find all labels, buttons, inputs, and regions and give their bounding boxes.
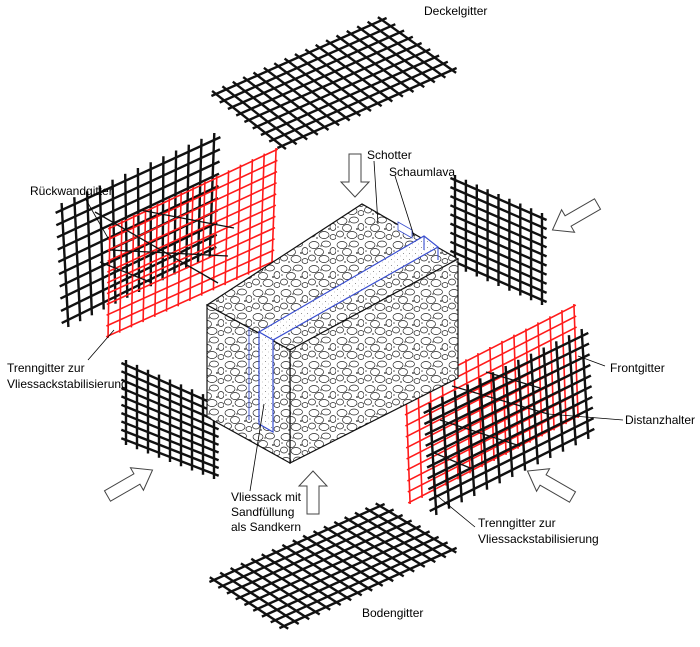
sand-core-front	[259, 332, 273, 432]
label-schotter: Schotter	[367, 148, 412, 162]
rueckwandgitter-mesh	[56, 133, 221, 327]
arrow-left-upper-right	[546, 193, 604, 242]
label-distanzhalter: Distanzhalter	[625, 413, 695, 427]
gabion-block	[207, 204, 458, 463]
label-frontgitter: Frontgitter	[610, 361, 665, 375]
arrow-up-bottom	[299, 471, 327, 514]
arrow-right-lower-left	[101, 459, 159, 508]
label-trenngitter-left-2: Vliessackstabilisierung	[7, 377, 128, 391]
label-vliessack-3: als Sandkern	[231, 520, 301, 534]
label-trenngitter-right-2: Vliessackstabilisierung	[478, 532, 599, 546]
label-trenngitter-right-1: Trenngitter zur	[478, 516, 556, 530]
arrow-left-lower-right	[521, 460, 579, 509]
right-end-mesh	[450, 175, 546, 305]
label-trenngitter-left-1: Trenngitter zur	[7, 361, 85, 375]
deckelgitter-mesh	[211, 17, 456, 149]
arrow-down-top	[341, 154, 369, 197]
label-deckelgitter: Deckelgitter	[424, 4, 487, 18]
label-vliessack-1: Vliessack mit	[231, 490, 302, 504]
label-vliessack-2: Sandfüllung	[231, 505, 294, 519]
left-end-mesh	[121, 360, 218, 479]
label-bodengitter: Bodengitter	[362, 606, 423, 620]
front-distanzhalter	[432, 372, 548, 468]
label-schaumlava: Schaumlava	[389, 165, 455, 179]
label-rueckwandgitter: Rückwandgitter	[30, 184, 113, 198]
